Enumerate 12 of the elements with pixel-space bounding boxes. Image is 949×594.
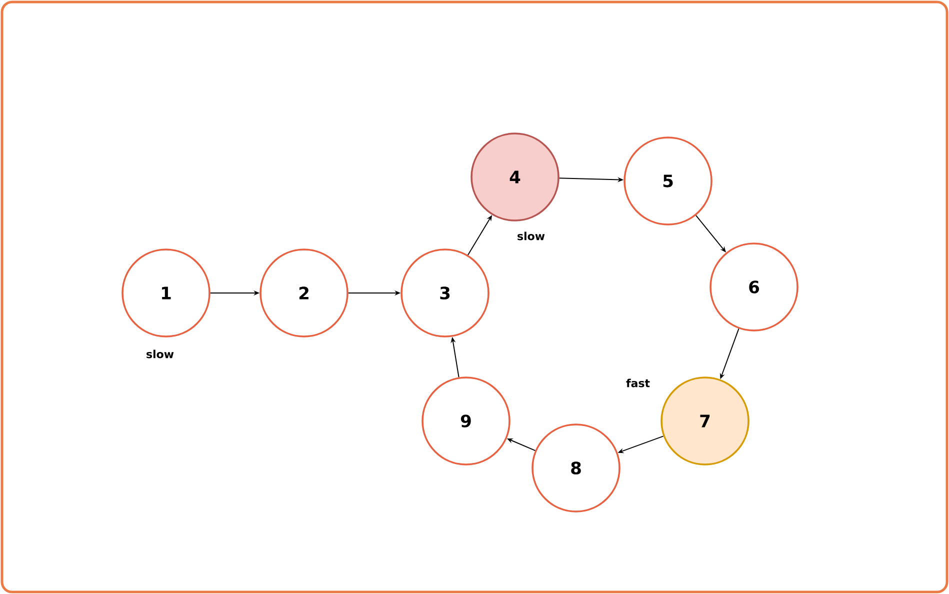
circle-node: 8 [532, 424, 620, 512]
node-caption: fast [626, 378, 650, 388]
circle-node: 4 [470, 132, 560, 222]
circle-node: 3 [400, 248, 490, 338]
circle-node: 1 [122, 248, 210, 338]
circle-node: 2 [260, 248, 348, 338]
circle-node: 9 [422, 376, 510, 466]
circle-node: 6 [710, 242, 798, 332]
circle-node: 7 [660, 376, 750, 466]
circle-node: 5 [624, 136, 712, 226]
node-caption: slow [146, 350, 174, 358]
node-caption: slow [518, 232, 545, 240]
